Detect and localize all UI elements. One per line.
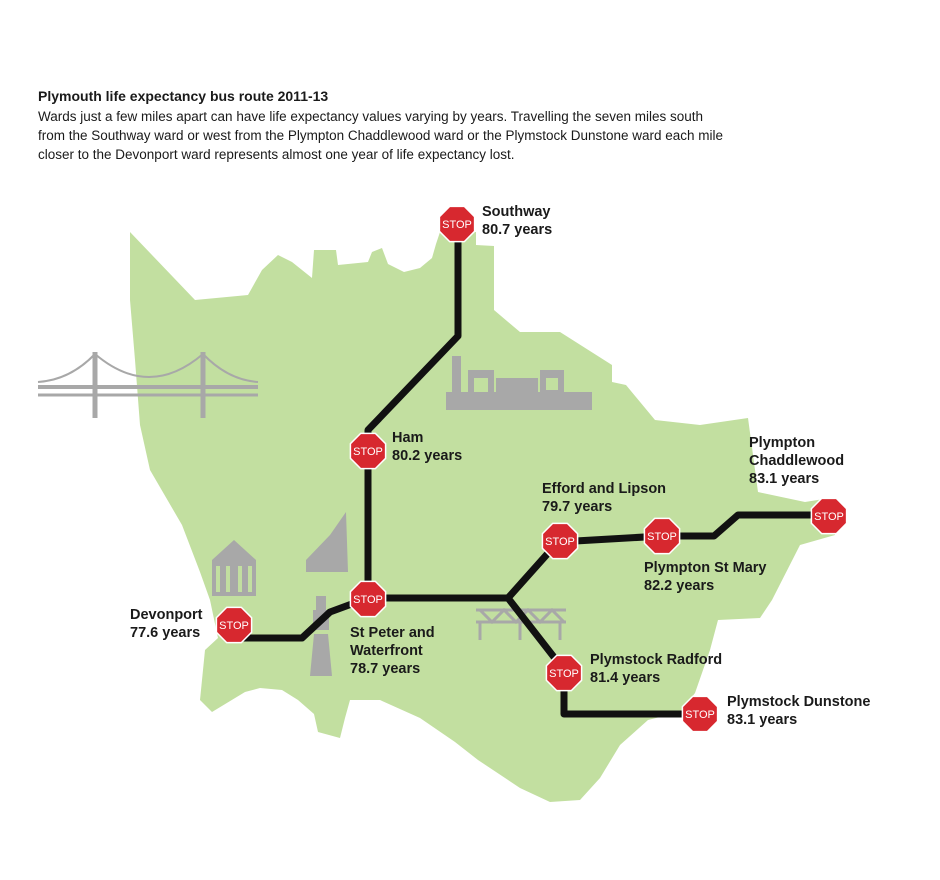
stop-label: Southway 80.7 years (482, 204, 552, 238)
stop-label: Devonport 77.6 years (130, 607, 203, 641)
stop-sign-icon (541, 522, 579, 560)
stop-label-line: Southway (482, 204, 550, 220)
stop-label-line: Chaddlewood (749, 453, 844, 469)
stop-sign-icon (681, 695, 719, 733)
page-description: Wards just a few miles apart can have li… (38, 109, 724, 162)
stop-sign-icon (545, 654, 583, 692)
stop-label: Efford and Lipson 79.7 years (542, 481, 666, 515)
stop-sign-icon (810, 497, 848, 535)
stop-label: Ham 80.2 years (392, 430, 462, 464)
stop-label-line: Devonport (130, 607, 203, 623)
stop-efford-lipson: STOP Efford and Lipson 79.7 years (541, 481, 666, 560)
stop-label-line: St Peter and (350, 625, 435, 641)
route-north (364, 220, 462, 602)
stop-sign-text: STOP (549, 668, 579, 680)
stop-label-line: 82.2 years (644, 578, 714, 594)
stop-southway: STOP Southway 80.7 years (438, 204, 552, 243)
stop-label-line: 83.1 years (727, 712, 797, 728)
stop-label-line: Ham (392, 430, 423, 446)
stop-ham: STOP Ham 80.2 years (349, 430, 462, 470)
stop-label-line: Efford and Lipson (542, 481, 666, 497)
stop-label-line: Waterfront (350, 643, 423, 659)
factory-icon (446, 356, 592, 410)
stop-label-line: 80.2 years (392, 448, 462, 464)
stop-label-line: 78.7 years (350, 661, 420, 677)
plymouth-land (130, 232, 835, 802)
stop-label: Plymstock Radford 81.4 years (590, 652, 722, 686)
stop-plymstock-radford: STOP Plymstock Radford 81.4 years (545, 652, 722, 692)
stop-sign-text: STOP (219, 620, 249, 632)
stop-sign-icon (349, 580, 387, 618)
stop-label-line: 83.1 years (749, 471, 819, 487)
header: Plymouth life expectancy bus route 2011-… (38, 88, 728, 164)
stop-sign-text: STOP (814, 511, 844, 523)
page-title: Plymouth life expectancy bus route 2011-… (38, 88, 329, 104)
stop-plympton-st-mary: STOP Plympton St Mary 82.2 years (643, 517, 766, 594)
stop-devonport: STOP Devonport 77.6 years (130, 606, 253, 644)
stop-sign-text: STOP (545, 536, 575, 548)
stop-label-line: Plympton (749, 435, 815, 451)
stop-plymstock-dunstone: STOP Plymstock Dunstone 83.1 years (681, 694, 870, 733)
guildhall-icon (212, 540, 256, 596)
stop-label-line: 77.6 years (130, 625, 200, 641)
stop-label-line: Plymstock Radford (590, 652, 722, 668)
stop-sign-icon (643, 517, 681, 555)
stop-sign-text: STOP (685, 709, 715, 721)
stop-sign-text: STOP (353, 594, 383, 606)
bridge-icon (37, 352, 259, 418)
stop-label-line: 80.7 years (482, 222, 552, 238)
stop-sign-icon (215, 606, 253, 644)
stop-sign-text: STOP (647, 531, 677, 543)
tower-block-icon (306, 512, 348, 572)
stop-sign-text: STOP (353, 446, 383, 458)
stop-label-line: 79.7 years (542, 499, 612, 515)
stop-sign-icon (349, 432, 387, 470)
stop-label: Plympton St Mary 82.2 years (644, 560, 766, 594)
stop-label-line: 81.4 years (590, 670, 660, 686)
stop-sign-text: STOP (442, 219, 472, 231)
stop-label: Plymstock Dunstone 83.1 years (727, 694, 870, 728)
stop-sign-icon (438, 205, 476, 243)
route-plymstock (503, 593, 702, 718)
stop-label-line: Plympton St Mary (644, 560, 766, 576)
stop-label-line: Plymstock Dunstone (727, 694, 870, 710)
